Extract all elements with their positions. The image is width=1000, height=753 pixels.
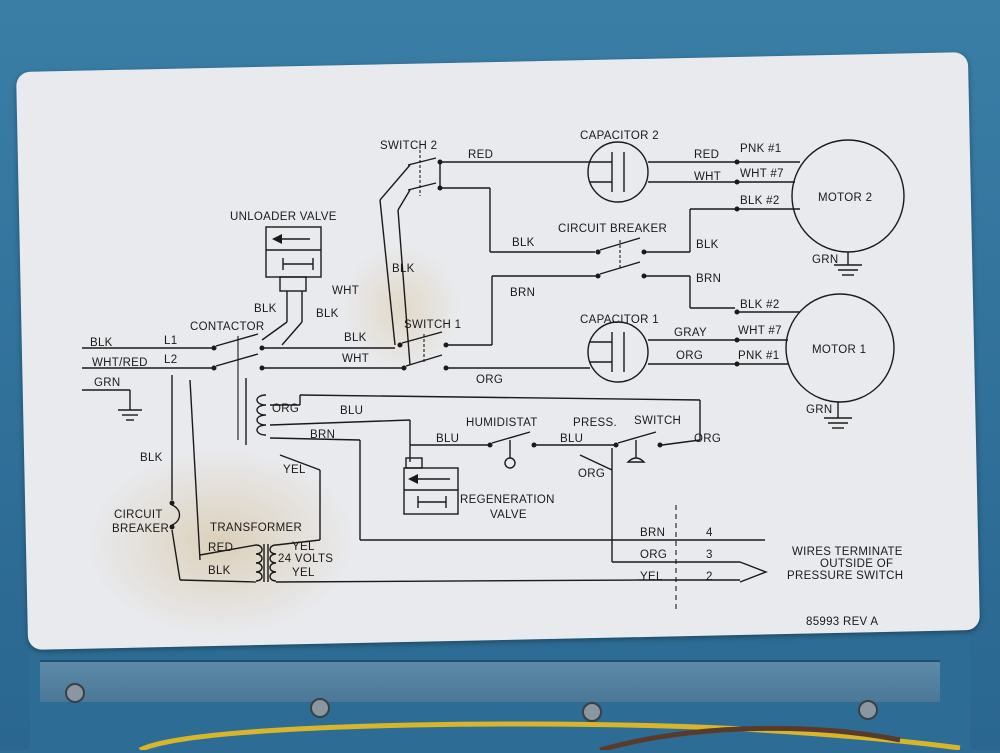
wire-yel-tr2: YEL — [292, 567, 315, 579]
switch2-label: SWITCH 2 — [380, 140, 437, 152]
regeneration-valve-label-2: VALVE — [490, 509, 527, 521]
contactor-l1-label: L1 — [164, 335, 177, 347]
terminal-4: 4 — [706, 527, 713, 539]
wire-red-tr: RED — [208, 542, 233, 554]
circuit-breaker-left-symbol — [171, 504, 181, 526]
capacitor1-symbol — [587, 321, 649, 383]
motor1-symbol — [785, 293, 895, 403]
wire-brn-breaker-out: BRN — [696, 273, 721, 285]
regeneration-valve-symbol — [403, 457, 459, 515]
press-label: PRESS. — [573, 417, 617, 429]
circuit-breaker-left-label-2: BREAKER — [112, 523, 169, 535]
humidistat-label: HUMIDISTAT — [466, 417, 538, 429]
terminal-3: 3 — [706, 549, 713, 561]
wire-pnk1-motor1: PNK #1 — [738, 350, 779, 362]
yellow-wire — [138, 721, 961, 750]
circuit-breaker-top-symbol — [595, 237, 647, 279]
wire-blk-breaker-out: BLK — [696, 239, 719, 251]
wire-blk-contactor: BLK — [344, 332, 367, 344]
unloader-valve-symbol — [265, 226, 322, 292]
wire-blk-tr: BLK — [208, 565, 231, 577]
wire-red-top: RED — [468, 149, 493, 161]
unloader-valve-label: UNLOADER VALVE — [230, 211, 337, 223]
wire-blk-left: BLK — [140, 452, 163, 464]
wire-grn-motor2: GRN — [812, 254, 838, 266]
capacitor1-label: CAPACITOR 1 — [580, 314, 659, 326]
contactor-l2-label: L2 — [164, 354, 177, 366]
wire-brn-coil: BRN — [310, 429, 335, 441]
wire-blk2-top: BLK #2 — [740, 195, 780, 207]
switch2-symbol — [407, 150, 443, 196]
transformer-volts-label: 24 VOLTS — [278, 553, 333, 565]
piano-hinge — [40, 660, 940, 702]
wire-org-sw1: ORG — [476, 374, 503, 386]
wire-blk-sw2: BLK — [392, 263, 415, 275]
hinge-screws — [65, 683, 878, 722]
wire-wht-contactor: WHT — [342, 353, 369, 365]
wire-blk2-motor1: BLK #2 — [740, 299, 780, 311]
switch1-symbol — [397, 331, 449, 371]
wire-org-press-down: ORG — [578, 468, 605, 480]
wire-blu-humid: BLU — [560, 433, 583, 445]
wire-blk-unloader-a: BLK — [254, 303, 277, 315]
switch1-label: SWITCH 1 — [404, 319, 461, 331]
motor2-label: MOTOR 2 — [818, 192, 872, 204]
wire-pnk1-top: PNK #1 — [740, 143, 781, 155]
wire-brn-sw1: BRN — [510, 287, 535, 299]
wire-blk-unloader-b: BLK — [316, 308, 339, 320]
part-number: 85993 REV A — [806, 616, 878, 628]
pressure-switch-symbol — [613, 431, 663, 463]
wire-blk-in: BLK — [90, 337, 113, 349]
circuit-breaker-left-label-1: CIRCUIT — [114, 509, 163, 521]
wire-grn-motor1: GRN — [806, 404, 832, 416]
circuit-breaker-top-label: CIRCUIT BREAKER — [558, 223, 667, 235]
transformer-label: TRANSFORMER — [210, 522, 302, 534]
wire-wht-sw2: WHT — [332, 285, 359, 297]
wire-wht-cap2: WHT — [694, 171, 721, 183]
wire-blk-breaker-in: BLK — [512, 237, 535, 249]
wire-grn-in: GRN — [94, 377, 120, 389]
wire-brn-term: BRN — [640, 527, 665, 539]
wire-yel-term: YEL — [640, 571, 663, 583]
wire-blu-coil: BLU — [340, 405, 363, 417]
wire-yel-tr1: YEL — [292, 541, 315, 553]
wire-blu-regen: BLU — [436, 433, 459, 445]
regeneration-valve-label-1: REGENERATION — [460, 494, 555, 506]
wire-wht7-motor1: WHT #7 — [738, 325, 782, 337]
wire-yel-coil: YEL — [283, 464, 306, 476]
capacitor2-label: CAPACITOR 2 — [580, 130, 659, 142]
brown-wire — [599, 725, 901, 750]
wire-org-coil: ORG — [272, 403, 299, 415]
humidistat-symbol — [487, 431, 537, 469]
wire-wht7-top: WHT #7 — [740, 168, 784, 180]
wire-whtred-in: WHT/RED — [92, 357, 148, 369]
capacitor2-symbol — [587, 141, 649, 203]
transformer-symbol — [255, 544, 277, 582]
wire-org-term: ORG — [640, 549, 667, 561]
contactor-symbol — [211, 333, 265, 440]
wire-org-press: ORG — [694, 433, 721, 445]
wires-note-line-2: OUTSIDE OF — [820, 558, 893, 570]
wire-red-cap2: RED — [694, 149, 719, 161]
wire-gray-cap1: GRAY — [674, 327, 707, 339]
contactor-label: CONTACTOR — [190, 321, 264, 333]
coil-symbol — [256, 394, 267, 436]
wires-note-line-3: PRESSURE SWITCH — [787, 570, 903, 582]
switch-label: SWITCH — [634, 415, 681, 427]
wire-org-cap1: ORG — [676, 350, 703, 362]
terminal-2: 2 — [706, 571, 713, 583]
wires-note-line-1: WIRES TERMINATE — [792, 546, 903, 558]
motor1-label: MOTOR 1 — [812, 344, 866, 356]
